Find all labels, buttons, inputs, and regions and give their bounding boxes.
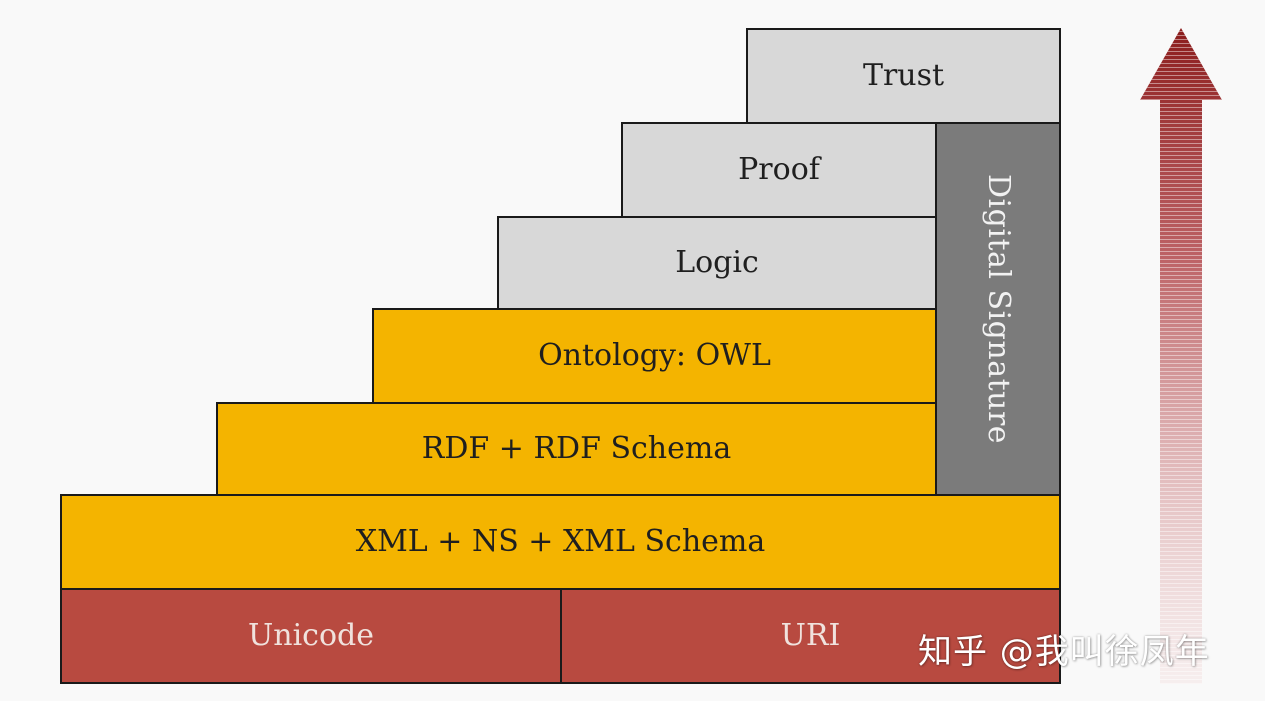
- layer-logic-label: Logic: [675, 245, 759, 280]
- layer-trust-label: Trust: [862, 58, 945, 93]
- layer-proof: Proof: [621, 122, 937, 218]
- layer-logic: Logic: [497, 216, 937, 310]
- layer-uri-label: URI: [780, 618, 841, 653]
- layer-unicode: Unicode: [60, 588, 562, 684]
- layer-digital-signature-label: Digital Signature: [981, 173, 1016, 445]
- layer-unicode-label: Unicode: [247, 618, 375, 653]
- layer-xml-label: XML + NS + XML Schema: [355, 524, 766, 559]
- layer-proof-label: Proof: [738, 152, 820, 187]
- layer-ontology-label: Ontology: OWL: [538, 338, 771, 373]
- layer-ontology: Ontology: OWL: [372, 308, 937, 404]
- watermark-text: 知乎 @我叫徐凤年: [918, 632, 1210, 672]
- layer-trust: Trust: [746, 28, 1061, 124]
- layer-rdf: RDF + RDF Schema: [216, 402, 937, 496]
- layer-rdf-label: RDF + RDF Schema: [421, 431, 732, 466]
- layer-uri: URI: [560, 588, 1061, 684]
- layer-xml: XML + NS + XML Schema: [60, 494, 1061, 590]
- up-arrow-icon: [1140, 28, 1222, 684]
- layer-digital-signature: Digital Signature: [935, 122, 1061, 496]
